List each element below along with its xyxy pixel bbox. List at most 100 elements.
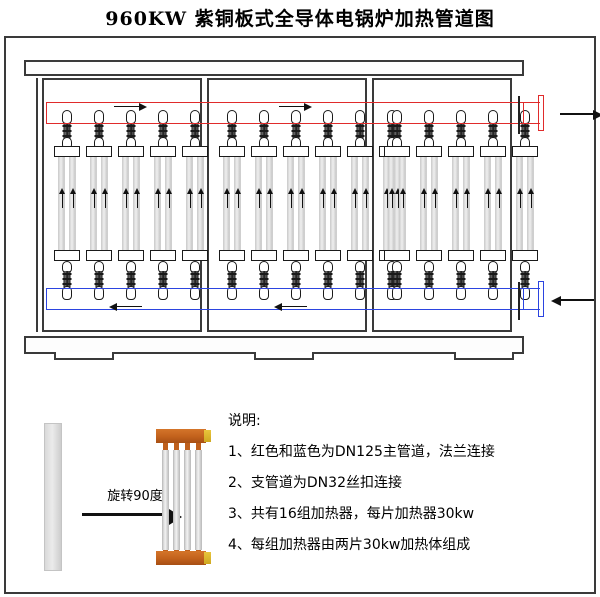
heater-manifold-top xyxy=(251,146,277,157)
return-flange-plate xyxy=(538,281,544,317)
flow-arrow-up-icon xyxy=(484,188,491,208)
valve-bulb-lower-icon xyxy=(520,286,530,300)
flow-arrow-up-icon xyxy=(420,188,427,208)
return-header-pipe xyxy=(46,288,524,310)
heater-manifold-bottom xyxy=(86,250,112,261)
rotation-illustration: 旋转90度 xyxy=(36,413,221,588)
supply-header-pipe xyxy=(46,102,524,124)
branch-valve-stem xyxy=(291,123,301,139)
heater-manifold-bottom xyxy=(219,250,245,261)
cabinet-foot-2 xyxy=(254,352,314,360)
copper-end-cap xyxy=(204,552,211,564)
heater-manifold-bottom xyxy=(448,250,474,261)
heater-unit xyxy=(315,60,341,300)
heater-manifold-top xyxy=(480,146,506,157)
heater-manifold-top xyxy=(182,146,208,157)
copper-tube-stub xyxy=(185,443,190,452)
supply-flange-neck xyxy=(522,102,540,124)
supply-flange-plate xyxy=(538,95,544,131)
branch-valve-stem xyxy=(190,123,200,139)
flow-arrow-up-icon xyxy=(154,188,161,208)
branch-valve-stem xyxy=(355,271,365,287)
flow-arrow-up-icon xyxy=(234,188,241,208)
branch-valve-stem xyxy=(227,123,237,139)
flow-arrow-up-icon xyxy=(463,188,470,208)
valve-bulb-lower-icon xyxy=(158,286,168,300)
branch-valve-stem xyxy=(392,123,402,139)
heater-manifold-bottom xyxy=(54,250,80,261)
copper-manifold-bottom xyxy=(156,551,206,565)
copper-manifold-top xyxy=(156,429,206,443)
branch-valve-stem xyxy=(291,271,301,287)
branch-valve-stem xyxy=(520,123,530,139)
flow-arrow-up-icon xyxy=(266,188,273,208)
copper-assembly-tube xyxy=(195,450,202,550)
branch-valve-stem xyxy=(392,271,402,287)
flow-arrow-up-icon xyxy=(186,188,193,208)
valve-bulb-lower-icon xyxy=(323,286,333,300)
branch-valve-stem xyxy=(520,271,530,287)
valve-bulb-lower-icon xyxy=(488,286,498,300)
valve-bulb-lower-icon xyxy=(190,286,200,300)
flow-arrow-up-icon xyxy=(101,188,108,208)
heater-manifold-top xyxy=(150,146,176,157)
branch-valve-stem xyxy=(62,123,72,139)
flow-arrow-up-icon xyxy=(165,188,172,208)
flow-arrow-up-icon xyxy=(58,188,65,208)
flow-arrow-up-icon xyxy=(388,188,395,208)
valve-bulb-lower-icon xyxy=(456,286,466,300)
branch-valve-stem xyxy=(94,271,104,287)
heater-unit xyxy=(448,60,474,300)
heater-manifold-bottom xyxy=(512,250,538,261)
heater-manifold-top xyxy=(86,146,112,157)
heater-manifold-bottom xyxy=(283,250,309,261)
flow-arrow-up-icon xyxy=(330,188,337,208)
heater-manifold-top xyxy=(219,146,245,157)
flow-arrow-up-icon xyxy=(133,188,140,208)
flow-arrow-up-icon xyxy=(431,188,438,208)
flow-arrow-up-icon xyxy=(399,188,406,208)
copper-tube-stub xyxy=(196,443,201,452)
branch-valve-stem xyxy=(126,123,136,139)
flow-arrow-up-icon xyxy=(527,188,534,208)
branch-valve-stem xyxy=(456,123,466,139)
branch-valve-stem xyxy=(62,271,72,287)
return-flow-arrow-icon xyxy=(274,303,307,311)
flow-arrow-up-icon xyxy=(383,188,390,208)
cabinet-edge-bar xyxy=(518,96,520,134)
flow-arrow-up-icon xyxy=(394,188,401,208)
page-title: 960KW 紫铜板式全导体电锅炉加热管道图 xyxy=(105,7,495,30)
rotate-label: 旋转90度 xyxy=(107,489,163,504)
valve-bulb-lower-icon xyxy=(259,286,269,300)
valve-bulb-lower-icon xyxy=(62,286,72,300)
copper-tube-stub xyxy=(174,443,179,452)
heater-manifold-top xyxy=(416,146,442,157)
heater-unit xyxy=(480,60,506,300)
heater-unit xyxy=(283,60,309,300)
heater-unit xyxy=(118,60,144,300)
valve-bulb-lower-icon xyxy=(424,286,434,300)
heater-plate-flat xyxy=(44,423,62,571)
branch-valve-stem xyxy=(126,271,136,287)
branch-valve-stem xyxy=(323,271,333,287)
heater-manifold-bottom xyxy=(251,250,277,261)
heater-unit xyxy=(416,60,442,300)
legend-title: 说明: xyxy=(228,413,261,429)
heater-manifold-bottom xyxy=(118,250,144,261)
valve-bulb-lower-icon xyxy=(126,286,136,300)
supply-flow-arrow-icon xyxy=(114,103,147,111)
heater-manifold-top xyxy=(347,146,373,157)
heater-manifold-bottom xyxy=(416,250,442,261)
flow-arrow-up-icon xyxy=(255,188,262,208)
heater-manifold-bottom xyxy=(315,250,341,261)
legend-item-4: 4、每组加热器由两片30kw加热体组成 xyxy=(228,537,471,553)
legend-item-2: 2、支管道为DN32丝扣连接 xyxy=(228,475,402,491)
heater-manifold-top xyxy=(448,146,474,157)
flow-arrow-up-icon xyxy=(516,188,523,208)
valve-bulb-lower-icon xyxy=(392,286,402,300)
branch-valve-stem xyxy=(424,271,434,287)
heater-manifold-bottom xyxy=(384,250,410,261)
